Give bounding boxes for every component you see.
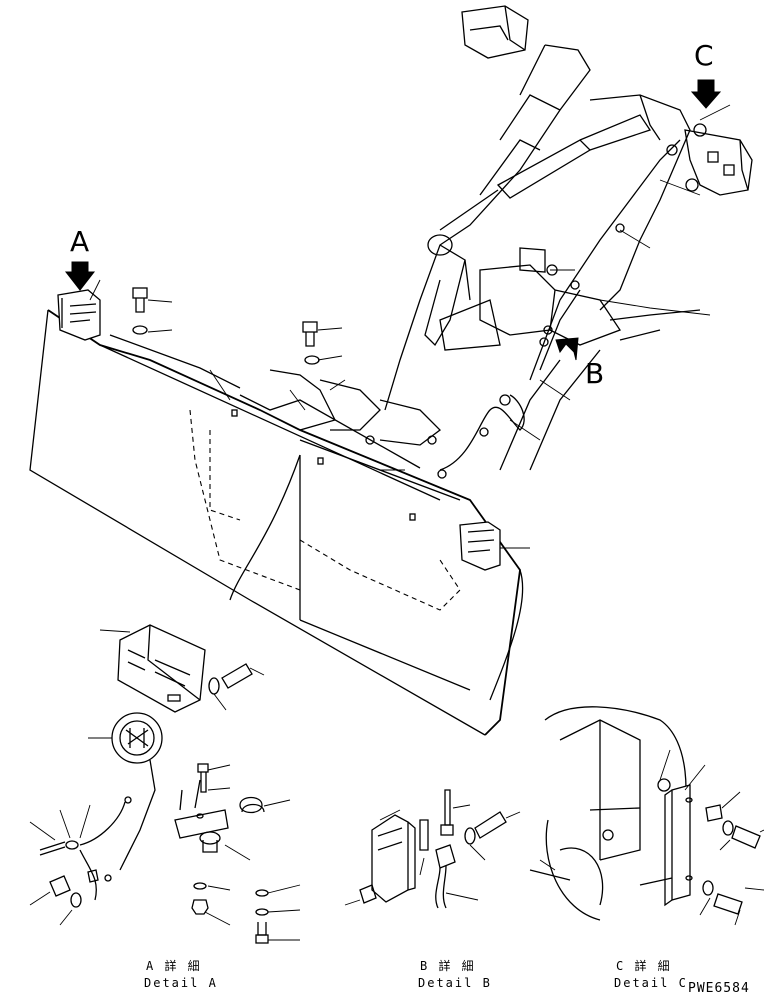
detail-c-caption-en: Detail C (614, 976, 688, 990)
detail-b-caption-en: Detail B (418, 976, 492, 990)
drawing-code: PWE6584 (688, 981, 750, 996)
view-label-a: A (70, 225, 90, 258)
view-label-b: B (585, 357, 605, 390)
detail-a-caption-jp: A 詳 細 (146, 959, 202, 973)
detail-a-caption-en: Detail A (144, 976, 218, 990)
detail-a-drawing (29, 624, 301, 944)
detail-c-drawing (529, 706, 764, 926)
detail-b-drawing (344, 789, 521, 909)
detail-c-caption-jp: C 詳 細 (616, 959, 672, 973)
view-label-c: C (694, 39, 714, 72)
detail-b-caption-jp: B 詳 細 (420, 959, 476, 973)
main-assembly (29, 5, 753, 736)
